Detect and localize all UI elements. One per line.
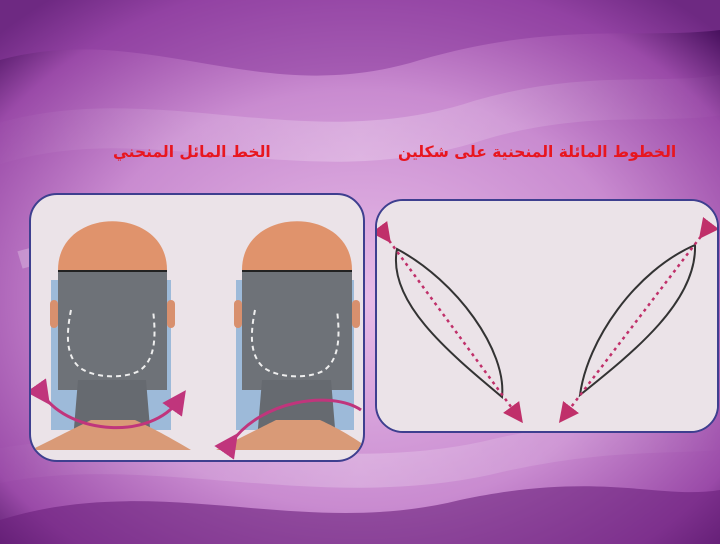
title-curved-oblique-line: الخط المائل المنحني bbox=[113, 143, 271, 161]
leaf-diagram-panel bbox=[375, 199, 719, 433]
title-curved-oblique-lines-two-shapes: الخطوط المائلة المنحنية على شكلين bbox=[398, 143, 676, 161]
leaf-diagram bbox=[377, 201, 717, 431]
head-diagram-panel bbox=[29, 193, 365, 462]
head-diagram bbox=[31, 195, 363, 460]
